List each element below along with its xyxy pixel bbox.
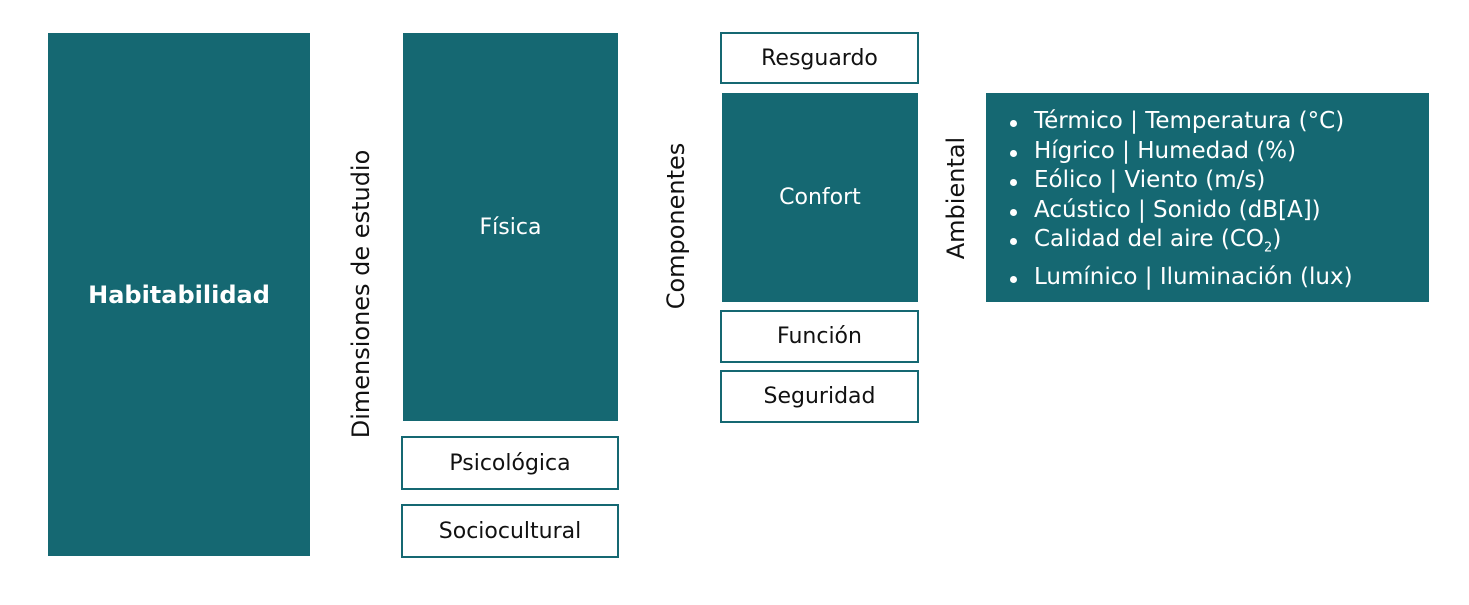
dimension-sociocultural-box: Sociocultural [401, 504, 619, 558]
list-item: Eólico | Viento (m/s) [1006, 166, 1429, 196]
ambiental-label: Ambiental [942, 136, 970, 260]
component-resguardo-label: Resguardo [761, 45, 878, 71]
dimension-psicologica-label: Psicológica [449, 450, 571, 476]
component-funcion-label: Función [777, 324, 862, 349]
list-item: Lumínico | Iluminación (lux) [1006, 263, 1429, 293]
component-confort-label: Confort [779, 185, 861, 210]
component-resguardo-box: Resguardo [720, 32, 919, 84]
ambiental-list-box: Térmico | Temperatura (°C) Hígrico | Hum… [986, 93, 1429, 302]
component-confort-box: Confort [722, 93, 918, 302]
ambiental-list: Térmico | Temperatura (°C) Hígrico | Hum… [1006, 107, 1429, 293]
component-seguridad-label: Seguridad [763, 384, 876, 409]
dimension-fisica-box: Física [403, 33, 618, 421]
component-funcion-box: Función [720, 310, 919, 363]
list-item: Térmico | Temperatura (°C) [1006, 107, 1429, 137]
list-item: Hígrico | Humedad (%) [1006, 137, 1429, 167]
dimensions-label: Dimensiones de estudio [347, 149, 375, 439]
habitabilidad-label: Habitabilidad [88, 280, 270, 309]
list-item: Calidad del aire (CO2) [1006, 225, 1429, 263]
co2-subscript: 2 [1264, 240, 1273, 256]
components-label: Componentes [662, 142, 690, 310]
co2-suffix: ) [1272, 226, 1282, 252]
dimension-sociocultural-label: Sociocultural [438, 518, 582, 544]
list-item: Acústico | Sonido (dB[A]) [1006, 196, 1429, 226]
component-seguridad-box: Seguridad [720, 370, 919, 423]
dimension-fisica-label: Física [479, 214, 542, 240]
habitabilidad-box: Habitabilidad [48, 33, 310, 556]
dimension-psicologica-box: Psicológica [401, 436, 619, 490]
